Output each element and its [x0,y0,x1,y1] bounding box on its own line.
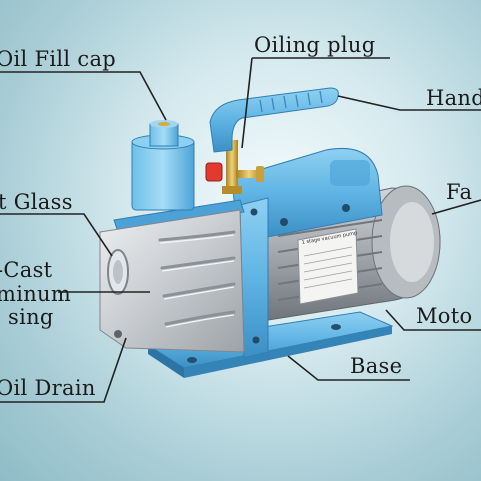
leader-lines [0,57,481,403]
leader-motor [385,309,481,331]
gas-ballast-valve [205,162,223,182]
leader-oil-fill-cap [0,71,167,121]
label-sight-glass: t Glass [0,190,73,214]
aluminum-housing [99,209,245,353]
carry-handle [209,87,339,153]
base-bolt [187,357,197,363]
oiling-plug [222,140,264,194]
nameplate [297,228,359,305]
leader-handle [337,95,481,111]
label-oil-drain: Oil Drain [0,376,96,400]
label-die-cast-line1: -Cast [0,258,53,282]
oil-drain-screw [114,330,122,338]
label-handle: Hand [426,86,481,110]
label-oiling-plug: Oiling plug [254,33,376,57]
label-die-cast-line2: minum [0,282,72,306]
leader-fan [431,199,481,215]
pump-housing [231,147,383,239]
leader-sight-glass [0,213,113,257]
label-base: Base [350,354,403,378]
leader-oiling-plug [241,57,253,149]
fan-cover [390,202,434,282]
label-fan: Fa [446,180,473,204]
base-plate [146,311,394,378]
label-oil-fill-cap: Oil Fill cap [0,47,117,71]
oil-fill-cap [131,120,195,211]
motor: 1 stage vacuum pump [261,185,441,321]
pump-frame [113,197,269,359]
leader-oil-drain [0,337,127,403]
label-die-cast-line3: sing [8,305,54,329]
label-motor: Moto [416,304,473,328]
base-bolt [331,324,341,330]
leader-base [287,355,410,381]
